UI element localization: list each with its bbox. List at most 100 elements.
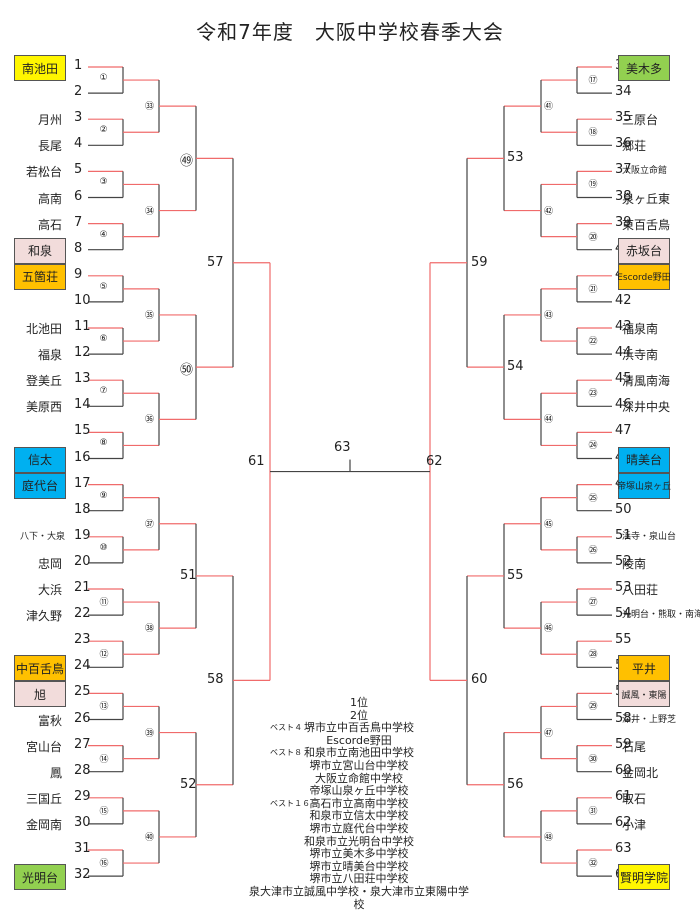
result-school-name: 大阪立命館中学校 <box>315 771 403 785</box>
left-match-r1-12: ⑬ <box>99 702 109 713</box>
right-seed-53: 53 <box>615 580 632 595</box>
left-seed-31: 31 <box>74 841 91 856</box>
left-match-r3-1: ㊿ <box>180 363 194 379</box>
left-match-r4-0: 57 <box>207 254 224 270</box>
left-match-r1-8: ⑨ <box>99 490 108 501</box>
left-match-r3-0: ㊾ <box>180 154 194 170</box>
left-seed-30: 30 <box>74 814 91 830</box>
left-team-14: 美原西 <box>25 400 62 415</box>
left-seed-19: 19 <box>74 527 91 543</box>
right-team-53: 八田荘 <box>622 583 659 597</box>
right-match-r1-1: ⑱ <box>588 128 598 139</box>
left-seed-20: 20 <box>74 553 91 569</box>
left-seed-10: 10 <box>74 292 91 308</box>
result-school-name: 堺市立八田荘中学校 <box>309 872 409 886</box>
right-team-48: 晴美台 <box>618 446 670 473</box>
right-team-45: 清風南海 <box>622 374 671 389</box>
left-match-r1-10: ⑪ <box>99 598 109 609</box>
right-team-39: 東百舌鳥 <box>622 217 671 232</box>
result-school-name: 和泉市立南池田中学校 <box>304 746 414 760</box>
left-seed-15: 15 <box>74 423 91 439</box>
left-seed-23: 23 <box>74 632 91 648</box>
right-team-35: 三原台 <box>622 113 659 128</box>
right-match-r1-14: ㉛ <box>588 806 598 817</box>
result-school-name: 和泉市立光明台中学校 <box>304 834 414 848</box>
result-line: 堺市立宮山台中学校 <box>230 758 470 773</box>
left-team-20: 忠岡 <box>37 556 62 571</box>
result-line: Escorde野田 <box>230 734 470 748</box>
result-school-name: 和泉市立信太中学校 <box>309 809 409 823</box>
left-team-13: 登美丘 <box>25 374 62 389</box>
left-match-r2-3: ㊱ <box>145 415 155 426</box>
right-match-r1-9: ㉖ <box>588 545 598 556</box>
left-team-30: 金岡南 <box>25 817 62 832</box>
right-match-r2-0: ㊶ <box>544 102 554 113</box>
right-seed-36: 36 <box>615 136 632 152</box>
left-seed-7: 7 <box>74 214 83 230</box>
result-line: 和泉市立光明台中学校 <box>230 834 470 849</box>
result-line: 和泉市立信太中学校 <box>230 810 470 823</box>
right-seed-46: 46 <box>615 397 632 413</box>
right-seed-39: 39 <box>615 214 632 230</box>
left-team-7: 高石 <box>37 217 62 232</box>
right-match-r1-0: ⑰ <box>588 76 598 87</box>
result-line: 帝塚山泉ヶ丘中学校 <box>230 785 470 798</box>
left-seed-9: 9 <box>74 266 83 282</box>
right-match-r2-5: ㊻ <box>544 624 554 635</box>
right-match-r1-6: ㉓ <box>588 389 598 400</box>
left-seed-16: 16 <box>74 449 91 465</box>
left-match-r5: 61 <box>248 453 265 469</box>
right-match-r1-12: ㉙ <box>588 702 598 713</box>
left-team-8: 和泉 <box>14 237 66 264</box>
left-team-5: 若松台 <box>25 165 62 180</box>
left-match-r2-1: ㉞ <box>145 206 155 217</box>
right-match-r1-15: ㉜ <box>588 859 598 870</box>
right-match-r1-4: ㉑ <box>588 284 598 295</box>
left-seed-1: 1 <box>74 58 83 73</box>
left-seed-14: 14 <box>74 397 91 413</box>
right-team-38: 泉ヶ丘東 <box>622 191 671 206</box>
right-match-r1-3: ⑳ <box>588 232 598 243</box>
left-seed-26: 26 <box>74 710 91 726</box>
left-team-25: 旭 <box>14 681 66 708</box>
right-team-56: 平井 <box>618 655 670 682</box>
right-team-49: 帝塚山泉ヶ丘 <box>617 472 671 499</box>
right-match-r3-1: 54 <box>507 359 524 375</box>
right-team-57: 誠風・東陽 <box>618 681 670 708</box>
left-match-r2-7: ㊵ <box>145 832 155 843</box>
left-seed-25: 25 <box>74 684 91 700</box>
left-team-11: 北池田 <box>25 322 62 336</box>
right-team-61: 取石 <box>622 791 647 806</box>
right-seed-59: 59 <box>615 736 632 752</box>
right-match-r3-0: 53 <box>507 150 524 166</box>
left-seed-12: 12 <box>74 345 91 361</box>
left-seed-3: 3 <box>74 110 83 126</box>
result-rank-label: ベスト８ <box>270 748 303 758</box>
left-match-r2-6: ㊴ <box>145 728 155 739</box>
right-seed-45: 45 <box>615 371 632 387</box>
right-match-r5: 62 <box>426 453 443 469</box>
result-school-name: 堺市立庭代台中学校 <box>309 821 409 835</box>
left-seed-4: 4 <box>74 136 83 152</box>
result-school-name: 帝塚山泉ヶ丘中学校 <box>309 784 409 798</box>
result-line: 大阪立命館中学校 <box>230 771 470 786</box>
right-match-r2-4: ㊺ <box>544 519 554 530</box>
left-team-4: 長尾 <box>37 139 62 154</box>
right-match-r1-5: ㉒ <box>588 337 598 348</box>
result-first: 1位 <box>350 696 368 709</box>
right-match-r2-2: ㊸ <box>544 310 554 321</box>
result-school-name: 堺市立中百舌鳥中学校 <box>304 721 414 735</box>
left-seed-22: 22 <box>74 606 91 622</box>
left-match-r3-2: 51 <box>180 567 197 583</box>
result-line: 堺市立八田荘中学校 <box>230 873 470 886</box>
result-school-name: 堺市立宮山台中学校 <box>309 758 409 772</box>
right-seed-47: 47 <box>615 423 632 439</box>
left-match-r1-9: ⑩ <box>99 542 108 553</box>
right-match-r2-3: ㊹ <box>544 415 554 426</box>
left-team-26: 富秋 <box>37 713 62 728</box>
right-seed-58: 58 <box>615 710 632 726</box>
right-seed-63: 63 <box>615 841 632 856</box>
left-team-3: 月州 <box>37 113 62 128</box>
